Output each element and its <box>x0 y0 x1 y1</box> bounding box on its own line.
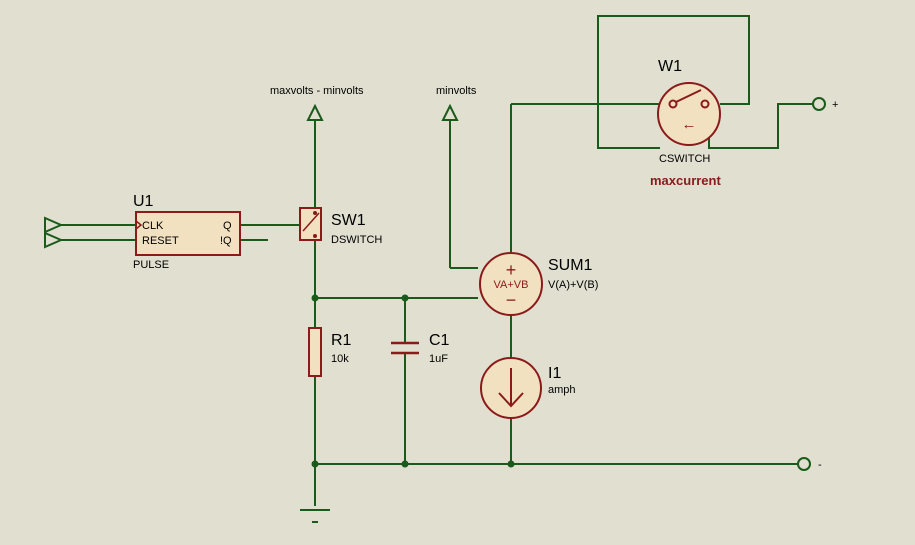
terminal-label-minus: - <box>818 459 822 471</box>
w1-arrow-icon: ← <box>682 116 697 133</box>
u1-body <box>135 211 241 256</box>
sw1-body <box>299 207 322 241</box>
terminal-label-minvolts: minvolts <box>436 85 477 97</box>
i1-value: amph <box>548 384 576 396</box>
u1-pin-clk: CLK <box>142 220 164 232</box>
terminal-label-plus: + <box>832 99 838 111</box>
junction-dots <box>311 294 515 468</box>
u1-type: PULSE <box>133 259 169 271</box>
junction-dot-icon <box>401 460 409 468</box>
w1-ref: W1 <box>658 58 682 75</box>
w1-contact <box>668 99 678 109</box>
terminal-label-maxvolts: maxvolts - minvolts <box>270 85 364 97</box>
sum1-plus-sign: + <box>506 260 517 280</box>
junction-dot-icon <box>401 294 409 302</box>
wires <box>61 15 813 506</box>
component-u1[interactable]: U1 CLK RESET Q !Q PULSE <box>133 193 241 271</box>
ground-icon <box>300 509 330 523</box>
power-terminal-icon <box>306 103 324 121</box>
u1-pin-reset: RESET <box>142 235 179 247</box>
sw1-type: DSWITCH <box>331 234 382 246</box>
i1-ref: I1 <box>548 365 561 382</box>
wire-w1-lower-left <box>597 104 660 149</box>
sw1-ref: SW1 <box>331 212 366 229</box>
wire-w1-plus <box>708 103 813 149</box>
w1-body <box>657 82 721 146</box>
w1-blade <box>675 89 702 103</box>
junction-dot-icon <box>311 294 319 302</box>
r1-body <box>308 327 322 377</box>
c1-ref: C1 <box>429 332 450 349</box>
sw1-contact <box>313 211 317 215</box>
r1-ref: R1 <box>331 332 352 349</box>
sum1-formula: V(A)+V(B) <box>548 279 598 291</box>
sum1-body-label: VA+VB <box>494 279 529 291</box>
clock-edge-icon <box>135 220 143 230</box>
power-terminal-icon <box>441 103 459 121</box>
u1-ref: U1 <box>133 193 154 210</box>
generator-terminal-icon <box>44 216 75 234</box>
wire-w1-loop <box>597 15 750 105</box>
sw1-contact <box>313 234 317 238</box>
component-sw1[interactable]: SW1 DSWITCH <box>299 207 382 246</box>
terminals <box>44 97 826 523</box>
w1-type: CSWITCH <box>659 153 710 165</box>
w1-value: maxcurrent <box>650 173 721 188</box>
r1-value: 10k <box>331 353 349 365</box>
sw1-blade <box>302 212 320 232</box>
junction-dot-icon <box>311 460 319 468</box>
component-w1[interactable]: ← W1 CSWITCH maxcurrent <box>650 58 721 188</box>
sum1-minus-sign: − <box>506 290 517 310</box>
component-c1[interactable]: C1 1uF <box>391 332 450 365</box>
sum1-body <box>479 252 543 316</box>
component-r1[interactable]: R1 10k <box>308 327 352 377</box>
plus-terminal-icon[interactable] <box>812 97 826 111</box>
generator-terminal-icon <box>44 231 75 249</box>
w1-contact <box>700 99 710 109</box>
u1-pin-iq: !Q <box>220 235 232 247</box>
current-arrowhead-icon <box>498 392 524 408</box>
u1-pin-q: Q <box>223 220 232 232</box>
component-i1[interactable]: I1 amph <box>480 357 576 419</box>
component-sum1[interactable]: + VA+VB − SUM1 V(A)+V(B) <box>479 252 598 316</box>
c1-value: 1uF <box>429 353 448 365</box>
junction-dot-icon <box>507 460 515 468</box>
minus-terminal-icon[interactable] <box>797 457 811 471</box>
sum1-ref: SUM1 <box>548 257 593 274</box>
